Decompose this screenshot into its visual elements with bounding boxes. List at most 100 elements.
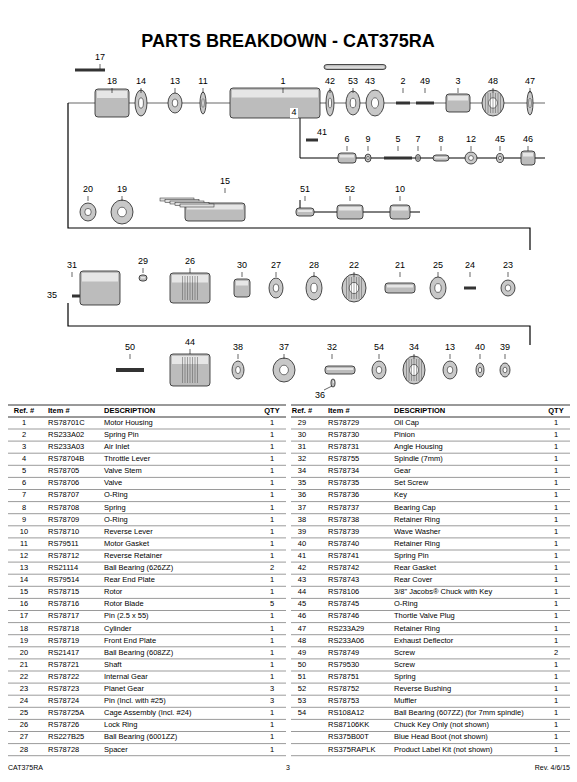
table-cell: Air Inlet [104,443,129,451]
leader-line [88,196,89,201]
table-cell: RS78718 [48,625,79,633]
table-cell: 1 [554,625,558,633]
part-body [337,205,363,219]
table-cell: Rear Cover [394,576,432,584]
table-cell: 29 [298,419,306,427]
knurl-stroke [361,277,362,299]
table-cell: 1 [554,746,558,754]
table-rule [8,405,286,406]
table-rule [291,658,570,659]
table-cell: 1 [554,504,558,512]
knurl-stroke [409,359,410,381]
table-cell: 1 [554,467,558,475]
leader-line [398,146,399,151]
table-rule [291,646,570,647]
callout-number: 8 [437,135,444,145]
column-header: Item # [48,407,70,415]
table-cell: RS78741 [328,552,359,560]
part-bore [417,157,419,160]
table-rule [8,537,286,538]
table-cell: Reverse Bushing [394,685,451,693]
knurl-stroke [185,357,186,383]
table-cell: 1 [554,540,558,548]
part-body [385,283,415,293]
table-cell: RS78717 [48,612,79,620]
table-cell: 1 [270,528,274,536]
table-rule [291,610,570,611]
callout-number: 6 [343,135,350,145]
table-rule [8,441,286,442]
callout-number: 38 [232,343,244,353]
table-cell: 21 [20,661,28,669]
table-cell: 50 [298,661,306,669]
table-cell: 2 [22,431,26,439]
leader-line [141,88,142,93]
callout-number: 54 [373,343,385,353]
table-cell: 1 [270,479,274,487]
table-cell: Blue Head Boot (not shown) [394,733,488,741]
table-cell: 24 [20,697,28,705]
table-rule [8,695,286,696]
part-pin [75,69,105,72]
table-rule [291,489,570,490]
part-ring [273,358,295,382]
table-rule [291,743,570,744]
leader-line [400,272,401,277]
table-cell: Chuck Key Only (not shown) [394,721,489,729]
table-cell: RS78716 [48,600,79,608]
table-cell: 23 [20,685,28,693]
part-body [521,151,535,165]
leader-line [508,272,509,277]
table-cell: 1 [270,746,274,754]
leader-line [190,268,191,273]
table-cell: Rotor [104,588,122,596]
table-cell: Motor Gasket [104,540,149,548]
table-cell: 1 [554,733,558,741]
table-cell: 31 [298,443,306,451]
table-cell: 1 [554,479,558,487]
table-cell: 1 [270,661,274,669]
table-cell: RS78728 [48,746,79,754]
leader-line [190,349,191,354]
table-cell: 37 [298,504,306,512]
column-header: Ref. # [292,407,312,415]
table-cell: Pinion [394,431,415,439]
knurl-stroke [182,276,183,300]
table-cell: RS78708 [48,504,79,512]
part-bore [350,98,356,108]
table-cell: Planet Gear [104,685,144,693]
column-header: Ref. # [14,407,34,415]
table-cell: 1 [554,455,558,463]
table-cell: 1 [270,721,274,729]
table-cell: Gear [394,467,411,475]
leader-line [330,88,331,93]
table-cell: Key [394,491,407,499]
table-rule [8,610,286,611]
table-cell: 1 [270,552,274,560]
table-cell: Reverse Lever [104,528,153,536]
table-cell: Retainer Ring [394,540,440,548]
leader-line [122,196,123,201]
part-body [170,354,210,386]
callout-number: 2 [399,77,406,87]
table-cell: 3/8" Jacobs® Chuck with Key [394,588,492,596]
callout-number: 11 [197,77,208,87]
part-ring [482,90,504,116]
table-cell: RS375RAPLK [328,746,376,754]
knurl-stroke [359,277,360,299]
part-ring [326,90,334,116]
callout-number: 1 [279,77,286,87]
callout-number: 5 [394,135,401,145]
callout-number: 52 [344,185,356,195]
table-rule [8,731,286,732]
leader-line [403,88,404,93]
part-ring [497,154,504,163]
knurl-stroke [182,357,183,383]
table-cell: O-Ring [104,516,128,524]
table-cell: RS21114 [48,564,78,572]
part-body [296,208,314,216]
table-cell: 1 [554,419,558,427]
table-cell: 22 [20,673,28,681]
part-body [325,366,355,374]
callout-number: 10 [394,185,406,195]
